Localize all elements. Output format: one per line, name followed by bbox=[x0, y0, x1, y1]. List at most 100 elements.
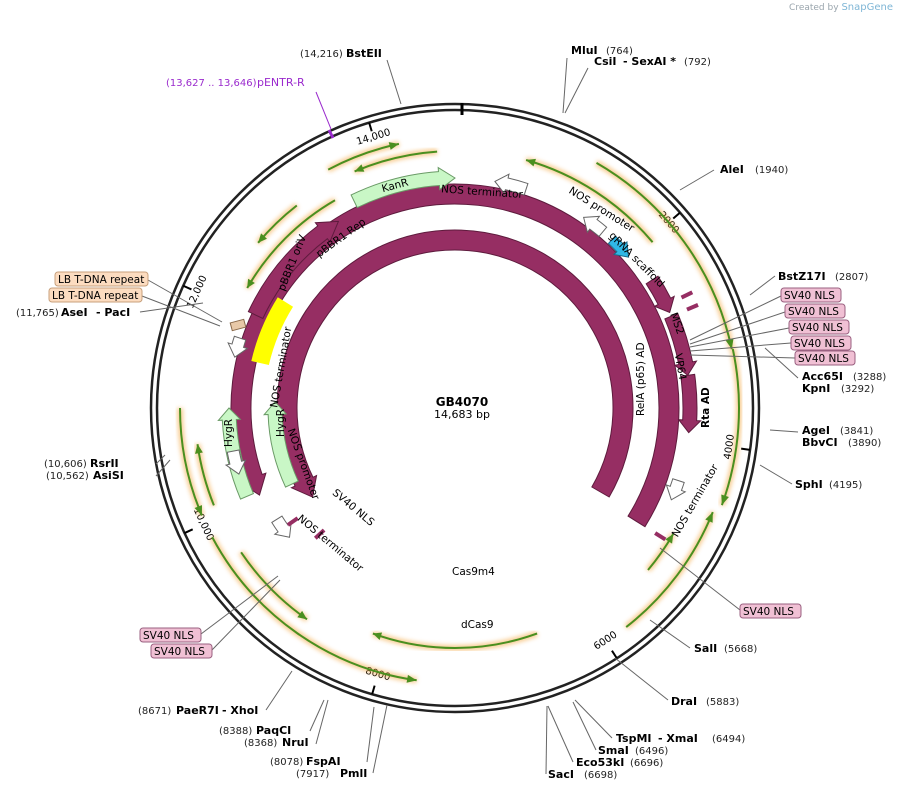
site-eco53ki-name: Eco53kI bbox=[576, 756, 624, 769]
orf-arc bbox=[720, 348, 740, 506]
nos-prom-left-arrow bbox=[224, 449, 247, 475]
snapgene-logo-text: SnapGene bbox=[841, 2, 893, 13]
nos-term-right-label: NOS terminator bbox=[670, 462, 722, 540]
site-asei-pos: (11,765) bbox=[16, 308, 59, 319]
site-rsrii-name: RsrII bbox=[90, 457, 119, 470]
nls-box-7 bbox=[139, 627, 202, 643]
box-leader bbox=[147, 279, 223, 323]
nls-mark bbox=[680, 290, 694, 300]
snapgene-credit: Created by SnapGene bbox=[789, 2, 893, 13]
cas9m4-arrow bbox=[276, 229, 634, 498]
site-leader bbox=[545, 705, 548, 775]
sv40-inner-label: SV40 NLS bbox=[330, 487, 377, 529]
site-leader bbox=[366, 706, 375, 763]
site-leader bbox=[759, 464, 793, 485]
hygr-right-arrow bbox=[263, 400, 299, 488]
site-leader bbox=[155, 459, 171, 477]
box-leader bbox=[141, 295, 221, 327]
kanr-arrow bbox=[350, 166, 456, 209]
orf-arrowhead bbox=[725, 338, 734, 350]
hygr-left-label: HygR bbox=[223, 419, 235, 447]
rta-label: Rta AD bbox=[700, 387, 712, 428]
site-bsteii-pos: (14,216) bbox=[300, 49, 343, 60]
site-kpni-pos: (3292) bbox=[841, 384, 874, 395]
rta-arrow bbox=[677, 373, 702, 434]
site-agei-pos: (3841) bbox=[840, 426, 873, 437]
ruler-tick bbox=[184, 528, 194, 534]
ruler-label: 6000 bbox=[592, 629, 619, 652]
site-leader bbox=[614, 657, 669, 701]
site-drai-name: DraI bbox=[671, 695, 697, 708]
site-asei-name: AseI bbox=[61, 306, 88, 319]
site-leader bbox=[547, 705, 574, 763]
site-paer7i-name: PaeR7I bbox=[176, 704, 219, 717]
nos-term-right-arrow bbox=[665, 478, 687, 501]
nls-mark bbox=[313, 528, 326, 540]
site-bstz17i-name: BstZ17I bbox=[778, 270, 826, 283]
site-leader bbox=[574, 699, 613, 739]
ruler-tick bbox=[672, 211, 681, 220]
site-tspmi-name: TspMI bbox=[616, 732, 652, 745]
site-pmli-name: PmlI bbox=[340, 767, 367, 780]
site-csii-extra: - SexAI * bbox=[623, 55, 676, 68]
box-leader bbox=[689, 311, 786, 345]
nos-prom-top-arrow bbox=[582, 215, 608, 238]
site-kpni-name: KpnI bbox=[802, 382, 830, 395]
orf-arrowhead bbox=[372, 632, 383, 641]
nos-term-left-arrow bbox=[227, 335, 249, 358]
orf-arc bbox=[525, 159, 654, 243]
box-leader bbox=[659, 547, 741, 611]
site-acc65i-pos: (3288) bbox=[853, 372, 886, 383]
hygr-right-label: HygR bbox=[275, 409, 287, 437]
site-leader bbox=[749, 275, 776, 296]
box-leader bbox=[689, 354, 796, 359]
site-nrui-name: NruI bbox=[282, 736, 309, 749]
primer-range: (13,627 .. 13,646) bbox=[166, 78, 257, 89]
primer-leader bbox=[315, 91, 332, 130]
site-fspai-pos: (8078) bbox=[270, 757, 303, 768]
site-leader bbox=[769, 429, 799, 433]
site-paer7i-extra: - XhoI bbox=[222, 704, 258, 717]
grna-arrow bbox=[607, 235, 630, 258]
site-leader bbox=[572, 701, 597, 751]
repeat-box-1 bbox=[54, 271, 149, 287]
site-saci-name: SacI bbox=[548, 768, 574, 781]
vp64-label: VP64 bbox=[672, 352, 689, 381]
nls-label-3: SV40 NLS bbox=[792, 322, 843, 334]
credit-prefix: Created by bbox=[789, 3, 839, 13]
nos-term-bottom-label: NOS terminator bbox=[295, 513, 366, 575]
orf-arc bbox=[625, 511, 714, 628]
cas9m4-label: Cas9m4 bbox=[452, 566, 495, 578]
site-leader bbox=[265, 670, 293, 711]
site-csii-pos: (792) bbox=[684, 57, 711, 68]
site-bstz17i-pos: (2807) bbox=[835, 272, 868, 283]
nls-box-3 bbox=[788, 319, 850, 335]
nls-label-6: SV40 NLS bbox=[743, 606, 794, 618]
site-leader bbox=[679, 169, 715, 191]
site-leaders bbox=[139, 57, 799, 775]
site-asei-extra: - PacI bbox=[96, 306, 130, 319]
site-mlui-pos: (764) bbox=[606, 46, 633, 57]
nls-box-4 bbox=[790, 335, 852, 351]
orf-arc bbox=[595, 162, 733, 350]
primer-mark bbox=[327, 129, 335, 139]
site-leader bbox=[372, 704, 388, 774]
site-asisi-pos: (10,562) bbox=[46, 471, 89, 482]
nls-label-7: SV40 NLS bbox=[143, 630, 194, 642]
ms2-arrow bbox=[645, 275, 675, 314]
nos-term-top-arrow bbox=[494, 173, 529, 196]
orf-arrowhead bbox=[665, 534, 674, 544]
orf-arc bbox=[246, 199, 336, 289]
site-bbvci-pos: (3890) bbox=[848, 438, 881, 449]
site-mlui-name: MluI bbox=[571, 44, 598, 57]
nls-box-8 bbox=[150, 643, 213, 659]
site-asisi-name: AsiSI bbox=[93, 469, 124, 482]
ruler-tick bbox=[368, 122, 373, 132]
nls-label-5: SV40 NLS bbox=[798, 353, 849, 365]
site-paer7i-pos: (8671) bbox=[138, 706, 171, 717]
orf-glow bbox=[624, 510, 716, 630]
backbone-outer bbox=[149, 102, 761, 714]
nls-mark bbox=[686, 303, 699, 312]
site-drai-pos: (5883) bbox=[706, 697, 739, 708]
